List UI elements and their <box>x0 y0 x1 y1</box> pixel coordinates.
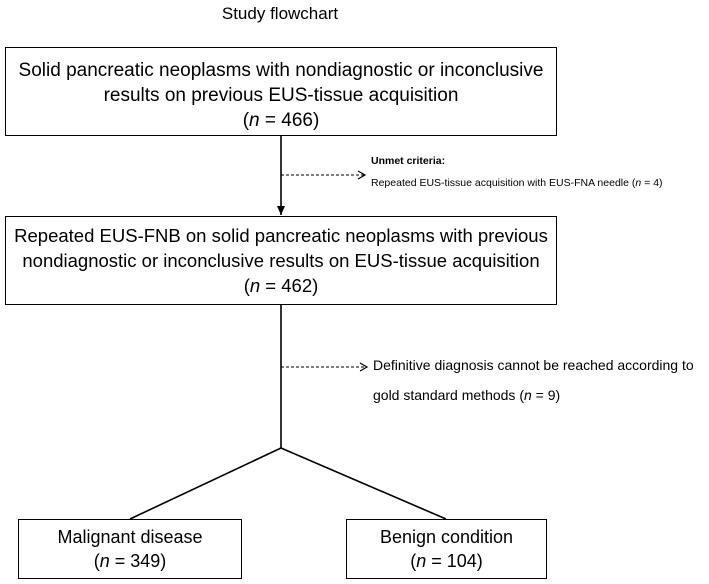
benign-n-value: = 104) <box>426 551 483 571</box>
unmet-n-value: = 4) <box>641 177 663 189</box>
unmet-n-symbol: n <box>635 177 642 189</box>
repeated-fnb-line2: nondiagnostic or inconclusive results on… <box>22 250 540 271</box>
malignant-count: (n = 349) <box>93 551 167 571</box>
no-diagnosis-desc: gold standard methods ( <box>373 387 524 403</box>
unmet-criteria-text: Repeated EUS-tissue acquisition with EUS… <box>371 177 663 189</box>
no-diagnosis-line2: gold standard methods (n = 9) <box>373 387 560 403</box>
unmet-criteria-heading: Unmet criteria: <box>371 155 446 167</box>
initial-cohort-line2: results on previous EUS-tissue acquisiti… <box>103 85 459 106</box>
initial-cohort-box: Solid pancreatic neoplasms with nondiagn… <box>5 47 557 136</box>
benign-count: (n = 104) <box>410 551 483 571</box>
initial-cohort-count: (n = 466) <box>242 110 320 131</box>
line-split-to-malignant <box>129 447 282 520</box>
no-diagnosis-n-symbol: n <box>523 387 532 403</box>
repeated-fnb-count: (n = 462) <box>243 275 319 296</box>
malignant-disease-box: Malignant disease (n = 349) <box>18 519 242 579</box>
repeated-n-value: = 462) <box>260 275 319 296</box>
no-diagnosis-line1: Definitive diagnosis cannot be reached a… <box>373 357 694 373</box>
initial-cohort-line1: Solid pancreatic neoplasms with nondiagn… <box>18 60 544 81</box>
unmet-criteria-desc: Repeated EUS-tissue acquisition with EUS… <box>371 177 636 189</box>
initial-n-symbol: n <box>249 110 260 131</box>
initial-n-value: = 466) <box>259 110 320 131</box>
malignant-n-value: = 349) <box>109 551 167 571</box>
malignant-label: Malignant disease <box>57 527 203 547</box>
benign-n-symbol: n <box>416 551 427 571</box>
repeated-fnb-box: Repeated EUS-FNB on solid pancreatic neo… <box>5 216 557 305</box>
line-split-to-benign <box>280 447 447 520</box>
repeated-n-symbol: n <box>249 275 261 296</box>
no-diagnosis-n-value: = 9) <box>531 387 561 403</box>
benign-condition-box: Benign condition (n = 104) <box>346 519 547 579</box>
malignant-n-symbol: n <box>99 551 110 571</box>
repeated-fnb-line1: Repeated EUS-FNB on solid pancreatic neo… <box>14 225 548 246</box>
flowchart-title: Study flowchart <box>221 4 339 23</box>
benign-label: Benign condition <box>379 527 514 547</box>
